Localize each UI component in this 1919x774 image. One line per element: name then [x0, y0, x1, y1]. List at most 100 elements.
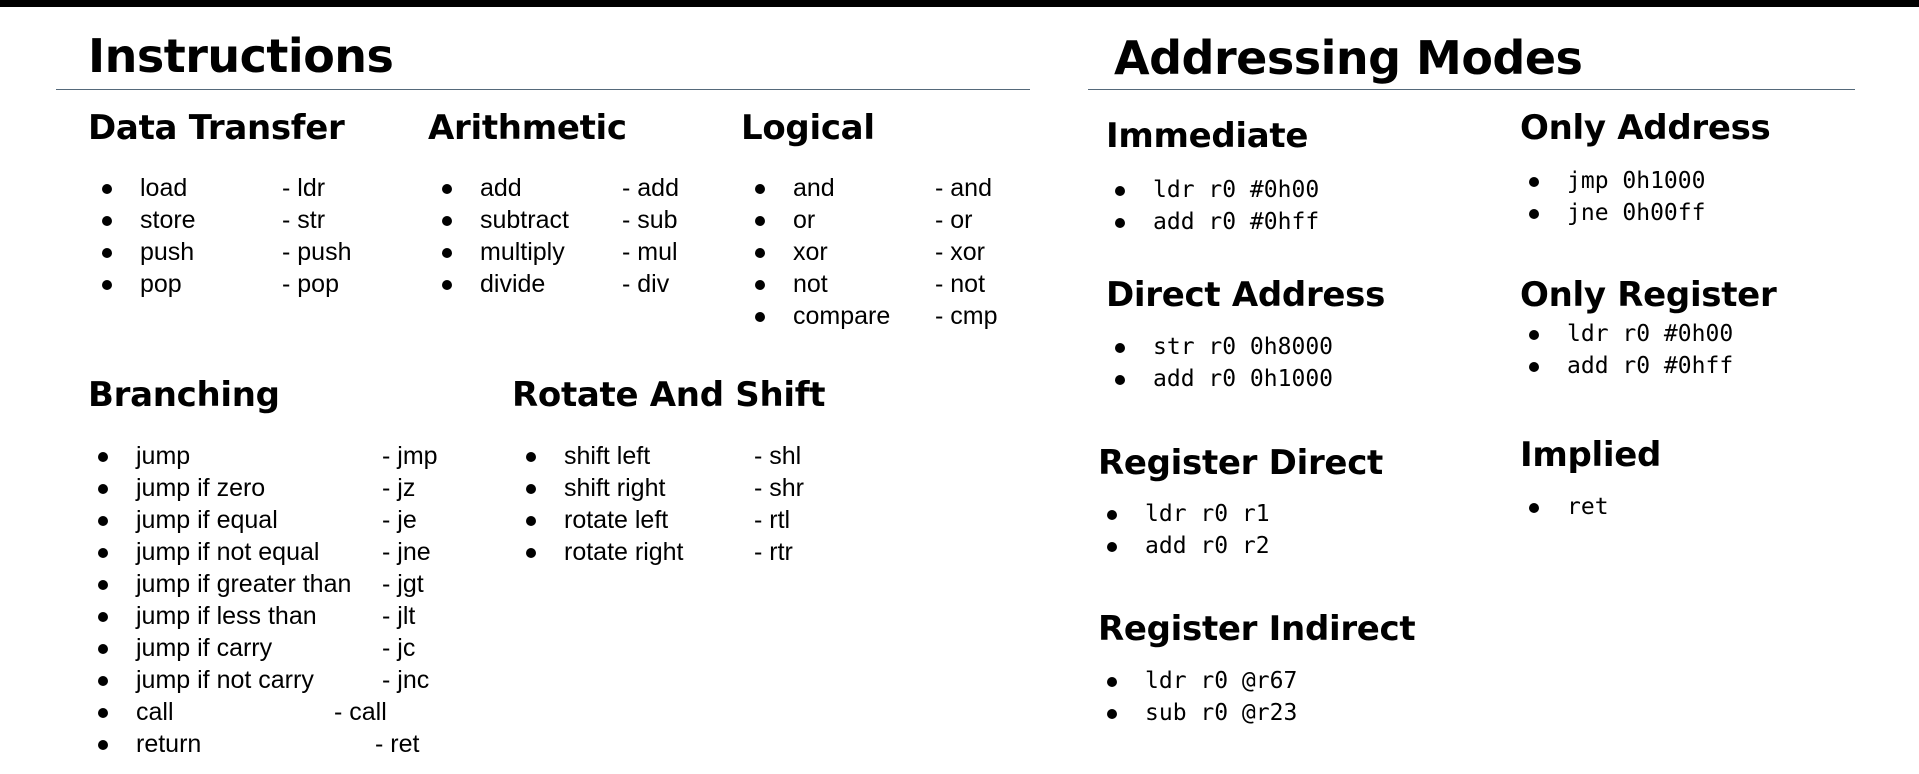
list-item: ldr r0 r1 [1107, 498, 1427, 530]
bullet-icon [442, 184, 452, 194]
logical-heading: Logical [741, 108, 875, 148]
list-item: rotate left- rtl [526, 504, 826, 536]
direct-address-heading: Direct Address [1106, 275, 1386, 315]
bullet-icon [98, 548, 108, 558]
list-item: sub r0 @r23 [1107, 697, 1427, 729]
addressing-modes-title: Addressing Modes [1114, 31, 1583, 85]
bullet-icon [98, 676, 108, 686]
bullet-icon [755, 248, 765, 258]
list-item: ldr r0 #0h00 [1529, 318, 1849, 350]
bullet-icon [1115, 186, 1125, 196]
list-item: xor- xor [755, 236, 1025, 268]
list-item: jump if zero- jz [98, 472, 458, 504]
list-item: jump if less than- jlt [98, 600, 458, 632]
bullet-icon [98, 516, 108, 526]
bullet-icon [98, 580, 108, 590]
list-item: return- ret [98, 728, 458, 760]
bullet-icon [102, 216, 112, 226]
arithmetic-list: add- add subtract- sub multiply- mul div… [442, 172, 702, 300]
list-item: jmp 0h1000 [1529, 165, 1849, 197]
bullet-icon [1115, 218, 1125, 228]
list-item: add r0 0h1000 [1115, 363, 1435, 395]
list-item: ldr r0 @r67 [1107, 665, 1427, 697]
bullet-icon [1115, 343, 1125, 353]
bullet-icon [98, 452, 108, 462]
list-item: push- push [102, 236, 351, 268]
addressing-modes-divider [1088, 89, 1855, 90]
bullet-icon [755, 184, 765, 194]
bullet-icon [1529, 177, 1539, 187]
logical-list: and- and or- or xor- xor not- not compar… [755, 172, 1025, 332]
list-item: str r0 0h8000 [1115, 331, 1435, 363]
list-item: divide- div [442, 268, 702, 300]
bullet-icon [755, 312, 765, 322]
list-item: add- add [442, 172, 702, 204]
list-item: multiply- mul [442, 236, 702, 268]
bullet-icon [1107, 542, 1117, 552]
bullet-icon [526, 452, 536, 462]
list-item: rotate right- rtr [526, 536, 826, 568]
list-item: subtract- sub [442, 204, 702, 236]
register-direct-heading: Register Direct [1098, 443, 1383, 483]
list-item: add r0 #0hff [1115, 206, 1435, 238]
only-register-heading: Only Register [1520, 275, 1777, 315]
branching-heading: Branching [88, 375, 280, 415]
list-item: jump- jmp [98, 440, 458, 472]
instructions-title: Instructions [88, 29, 394, 83]
immediate-list: ldr r0 #0h00 add r0 #0hff [1115, 174, 1435, 238]
list-item: jump if not carry- jnc [98, 664, 458, 696]
list-item: pop- pop [102, 268, 342, 300]
list-item: jump if greater than- jgt [98, 568, 458, 600]
bullet-icon [442, 280, 452, 290]
only-register-list: ldr r0 #0h00 add r0 #0hff [1529, 318, 1849, 382]
list-item: load- ldr [102, 172, 342, 204]
list-item: jump if carry- jc [98, 632, 458, 664]
arithmetic-heading: Arithmetic [428, 108, 627, 148]
list-item: shift right- shr [526, 472, 826, 504]
bullet-icon [102, 248, 112, 258]
implied-list: ret [1529, 491, 1849, 523]
bullet-icon [1115, 375, 1125, 385]
list-item: shift left- shl [526, 440, 826, 472]
bullet-icon [1529, 503, 1539, 513]
data-transfer-list: load- ldr store- str push- push pop- pop [102, 172, 351, 300]
list-item: jump if equal- je [98, 504, 458, 536]
bullet-icon [98, 708, 108, 718]
rotate-shift-heading: Rotate And Shift [512, 375, 826, 415]
list-item: jump if not equal- jne [98, 536, 458, 568]
bullet-icon [442, 248, 452, 258]
bullet-icon [1107, 677, 1117, 687]
rotate-shift-list: shift left- shl shift right- shr rotate … [526, 440, 826, 568]
bullet-icon [102, 184, 112, 194]
bullet-icon [98, 612, 108, 622]
bullet-icon [1529, 330, 1539, 340]
top-bar [0, 0, 1919, 7]
direct-address-list: str r0 0h8000 add r0 0h1000 [1115, 331, 1435, 395]
list-item: call- call [98, 696, 458, 728]
bullet-icon [526, 548, 536, 558]
list-item: add r0 #0hff [1529, 350, 1849, 382]
register-indirect-heading: Register Indirect [1098, 609, 1416, 649]
instructions-divider [56, 89, 1030, 90]
data-transfer-heading: Data Transfer [88, 108, 345, 148]
bullet-icon [102, 280, 112, 290]
list-item: and- and [755, 172, 1025, 204]
bullet-icon [526, 516, 536, 526]
bullet-icon [526, 484, 536, 494]
register-direct-list: ldr r0 r1 add r0 r2 [1107, 498, 1427, 562]
branching-list: jump- jmp jump if zero- jz jump if equal… [98, 440, 458, 760]
immediate-heading: Immediate [1106, 116, 1309, 156]
bullet-icon [98, 740, 108, 750]
bullet-icon [98, 484, 108, 494]
list-item: ret [1529, 491, 1849, 523]
bullet-icon [1529, 362, 1539, 372]
bullet-icon [1107, 709, 1117, 719]
register-indirect-list: ldr r0 @r67 sub r0 @r23 [1107, 665, 1427, 729]
list-item: jne 0h00ff [1529, 197, 1849, 229]
bullet-icon [755, 216, 765, 226]
list-item: ldr r0 #0h00 [1115, 174, 1435, 206]
bullet-icon [755, 280, 765, 290]
list-item: not- not [755, 268, 1025, 300]
list-item: store- str [102, 204, 342, 236]
bullet-icon [98, 644, 108, 654]
